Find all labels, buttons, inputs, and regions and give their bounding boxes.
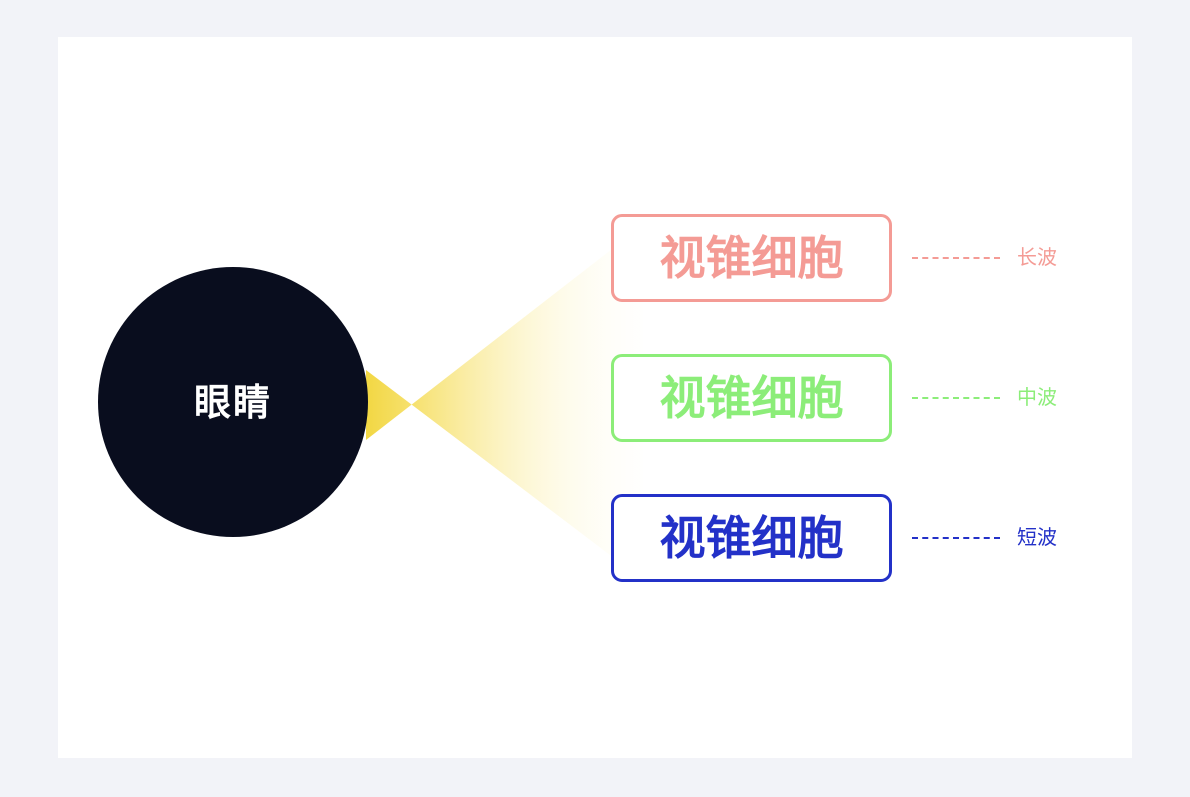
cone-cell-box-long: 视锥细胞 <box>611 214 892 302</box>
cone-cell-label-long: 视锥细胞 <box>659 232 844 284</box>
light-beam-shape <box>366 225 643 580</box>
connector-dashed-short <box>912 537 1000 539</box>
receptor-row-long: 视锥细胞 长波 <box>611 214 1057 302</box>
eye-label: 眼睛 <box>194 381 272 423</box>
cone-cell-label-short: 视锥细胞 <box>659 512 844 564</box>
wavelength-label-long: 长波 <box>1017 247 1057 269</box>
connector-dashed-medium <box>912 397 1000 399</box>
receptor-row-medium: 视锥细胞 中波 <box>611 354 1057 442</box>
receptor-row-short: 视锥细胞 短波 <box>611 494 1057 582</box>
light-beam <box>358 225 643 580</box>
light-beam-svg <box>366 225 643 580</box>
wavelength-label-medium: 中波 <box>1017 387 1057 409</box>
diagram-card: 眼睛 视锥细胞 长波 视锥细胞 中波 视锥细胞 <box>58 37 1132 758</box>
cone-cell-box-medium: 视锥细胞 <box>611 354 892 442</box>
eye-node: 眼睛 <box>98 267 368 537</box>
cone-cell-label-medium: 视锥细胞 <box>659 372 844 424</box>
wavelength-label-short: 短波 <box>1017 527 1057 549</box>
cone-cell-box-short: 视锥细胞 <box>611 494 892 582</box>
connector-dashed-long <box>912 257 1000 259</box>
receptor-list: 视锥细胞 长波 视锥细胞 中波 视锥细胞 短波 <box>611 37 1111 758</box>
